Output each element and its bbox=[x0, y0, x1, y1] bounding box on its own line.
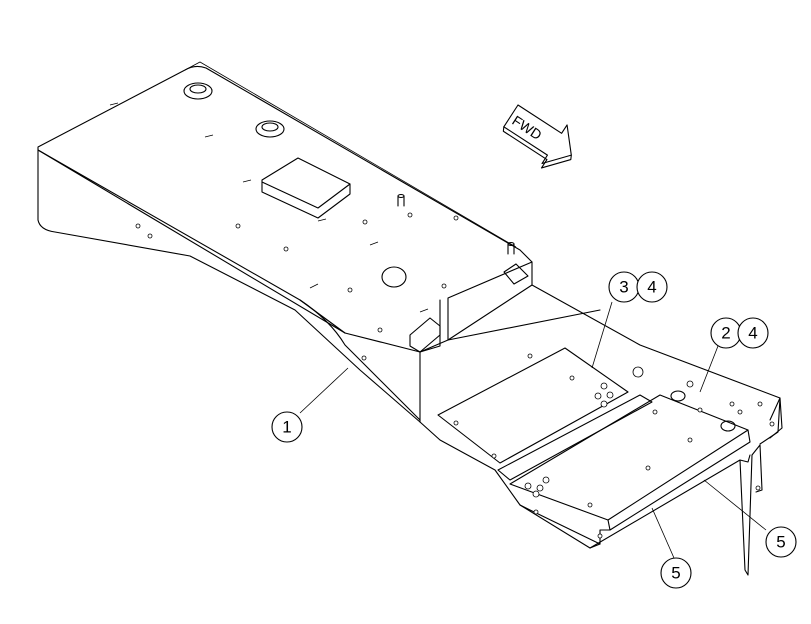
callout-1: 1 bbox=[271, 411, 303, 443]
main-frame bbox=[37, 61, 533, 423]
callout-5-right-label: 5 bbox=[776, 533, 785, 552]
callout-5-right: 5 bbox=[765, 526, 797, 558]
callout-2: 2 bbox=[710, 317, 742, 349]
callout-5-bottom: 5 bbox=[660, 557, 692, 589]
callout-leaders bbox=[299, 301, 767, 559]
callout-4-lower: 4 bbox=[737, 317, 769, 349]
fwd-arrow: FWD bbox=[502, 104, 572, 169]
callout-4-lower-label: 4 bbox=[748, 324, 757, 343]
callout-4-upper-label: 4 bbox=[647, 278, 656, 297]
callout-3: 3 bbox=[608, 271, 640, 303]
callout-3-label: 3 bbox=[619, 278, 628, 297]
floor-deck bbox=[419, 284, 783, 576]
callout-4-upper: 4 bbox=[636, 271, 668, 303]
callout-5-bottom-label: 5 bbox=[671, 564, 680, 583]
callout-1-label: 1 bbox=[282, 418, 291, 437]
callout-2-label: 2 bbox=[721, 324, 730, 343]
